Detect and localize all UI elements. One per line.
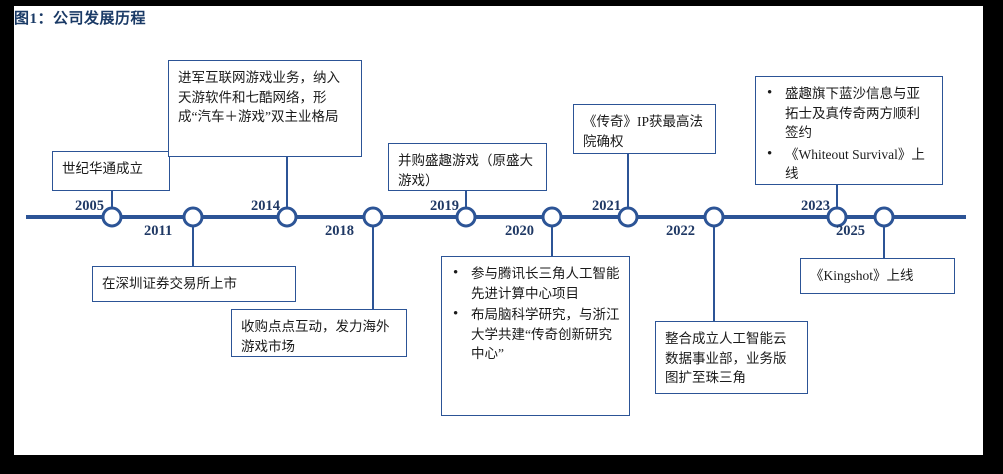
event-text-2021: 《传奇》IP获最高法院确权 [583,114,704,149]
year-label-2019: 2019 [430,198,459,214]
year-label-2021: 2021 [592,198,621,214]
list-item: • 盛趣旗下蓝沙信息与亚拓士及真传奇两方顺利签约 [765,84,933,143]
bullet-icon: • [767,145,773,162]
timeline-node-2021[interactable] [617,206,639,228]
year-label-2023: 2023 [801,198,830,214]
list-item: • 布局脑科学研究，与浙江大学共建“传奇创新研究中心” [451,305,620,364]
bullet-icon: • [453,265,459,281]
list-item: • 参与腾讯长三角人工智能先进计算中心项目 [451,264,620,303]
event-box-2020[interactable]: • 参与腾讯长三角人工智能先进计算中心项目 • 布局脑科学研究，与浙江大学共建“… [441,256,630,416]
event-box-2018[interactable]: 收购点点互动，发力海外游戏市场 [231,309,407,357]
event-box-2023[interactable]: • 盛趣旗下蓝沙信息与亚拓士及真传奇两方顺利签约 • 《Whiteout Sur… [755,76,943,185]
event-text-2011: 在深圳证券交易所上市 [102,276,237,291]
figure-title: 图1：公司发展历程 [14,11,147,27]
event-text-2025: 《Kingshot》上线 [810,268,914,283]
bullet-icon: • [453,306,459,323]
timeline-node-2014[interactable] [276,206,298,228]
connector-2021 [627,153,629,218]
year-label-2018: 2018 [325,223,354,239]
event-box-2014[interactable]: 进军互联网游戏业务，纳入天游软件和七酷网络，形成“汽车＋游戏”双主业格局 [168,60,362,157]
event-text-2023-2: 《Whiteout Survival》上线 [785,146,925,182]
event-box-2019[interactable]: 并购盛趣游戏（原盛大游戏） [388,143,547,191]
timeline-node-2020[interactable] [541,206,563,228]
connector-2025 [883,217,885,259]
timeline-node-2019[interactable] [455,206,477,228]
event-text-2018: 收购点点互动，发力海外游戏市场 [241,319,390,354]
connector-2023 [836,184,838,218]
event-text-2022: 整合成立人工智能云数据事业部，业务版图扩至珠三角 [665,331,787,386]
timeline-node-2022[interactable] [703,206,725,228]
list-item: • 《Whiteout Survival》上线 [765,145,933,184]
timeline-axis [26,215,966,219]
event-box-2025[interactable]: 《Kingshot》上线 [800,258,955,294]
event-box-2005[interactable]: 世纪华通成立 [52,151,170,191]
event-text-2014: 进军互联网游戏业务，纳入天游软件和七酷网络，形成“汽车＋游戏”双主业格局 [178,70,340,125]
event-box-2011[interactable]: 在深圳证券交易所上市 [92,266,296,302]
connector-2011 [192,217,194,267]
year-label-2005: 2005 [75,198,104,214]
timeline-node-2005[interactable] [101,206,123,228]
connector-2022 [713,217,715,322]
connector-2005 [111,190,113,218]
timeline-node-2023[interactable] [826,206,848,228]
year-label-2022: 2022 [666,223,695,239]
year-label-2025: 2025 [836,223,865,239]
connector-2014 [286,156,288,218]
connector-2019 [465,190,467,218]
year-label-2014: 2014 [251,198,280,214]
timeline-node-2018[interactable] [362,206,384,228]
event-text-2020-2: 布局脑科学研究，与浙江大学共建“传奇创新研究中心” [471,307,620,362]
event-text-2023-1: 盛趣旗下蓝沙信息与亚拓士及真传奇两方顺利签约 [785,86,920,141]
connector-2018 [372,217,374,310]
year-label-2020: 2020 [505,223,534,239]
event-box-2021[interactable]: 《传奇》IP获最高法院确权 [573,104,716,154]
event-box-2022[interactable]: 整合成立人工智能云数据事业部，业务版图扩至珠三角 [655,321,808,394]
event-text-2020-1: 参与腾讯长三角人工智能先进计算中心项目 [471,266,620,301]
bullet-icon: • [767,85,773,101]
event-text-2005: 世纪华通成立 [62,161,143,176]
event-bullet-list-2020: • 参与腾讯长三角人工智能先进计算中心项目 • 布局脑科学研究，与浙江大学共建“… [451,264,620,364]
timeline-node-2025[interactable] [873,206,895,228]
timeline-node-2011[interactable] [182,206,204,228]
year-label-2011: 2011 [144,223,173,239]
event-text-2019: 并购盛趣游戏（原盛大游戏） [398,153,533,188]
event-bullet-list-2023: • 盛趣旗下蓝沙信息与亚拓士及真传奇两方顺利签约 • 《Whiteout Sur… [765,84,933,184]
connector-2020 [551,217,553,257]
